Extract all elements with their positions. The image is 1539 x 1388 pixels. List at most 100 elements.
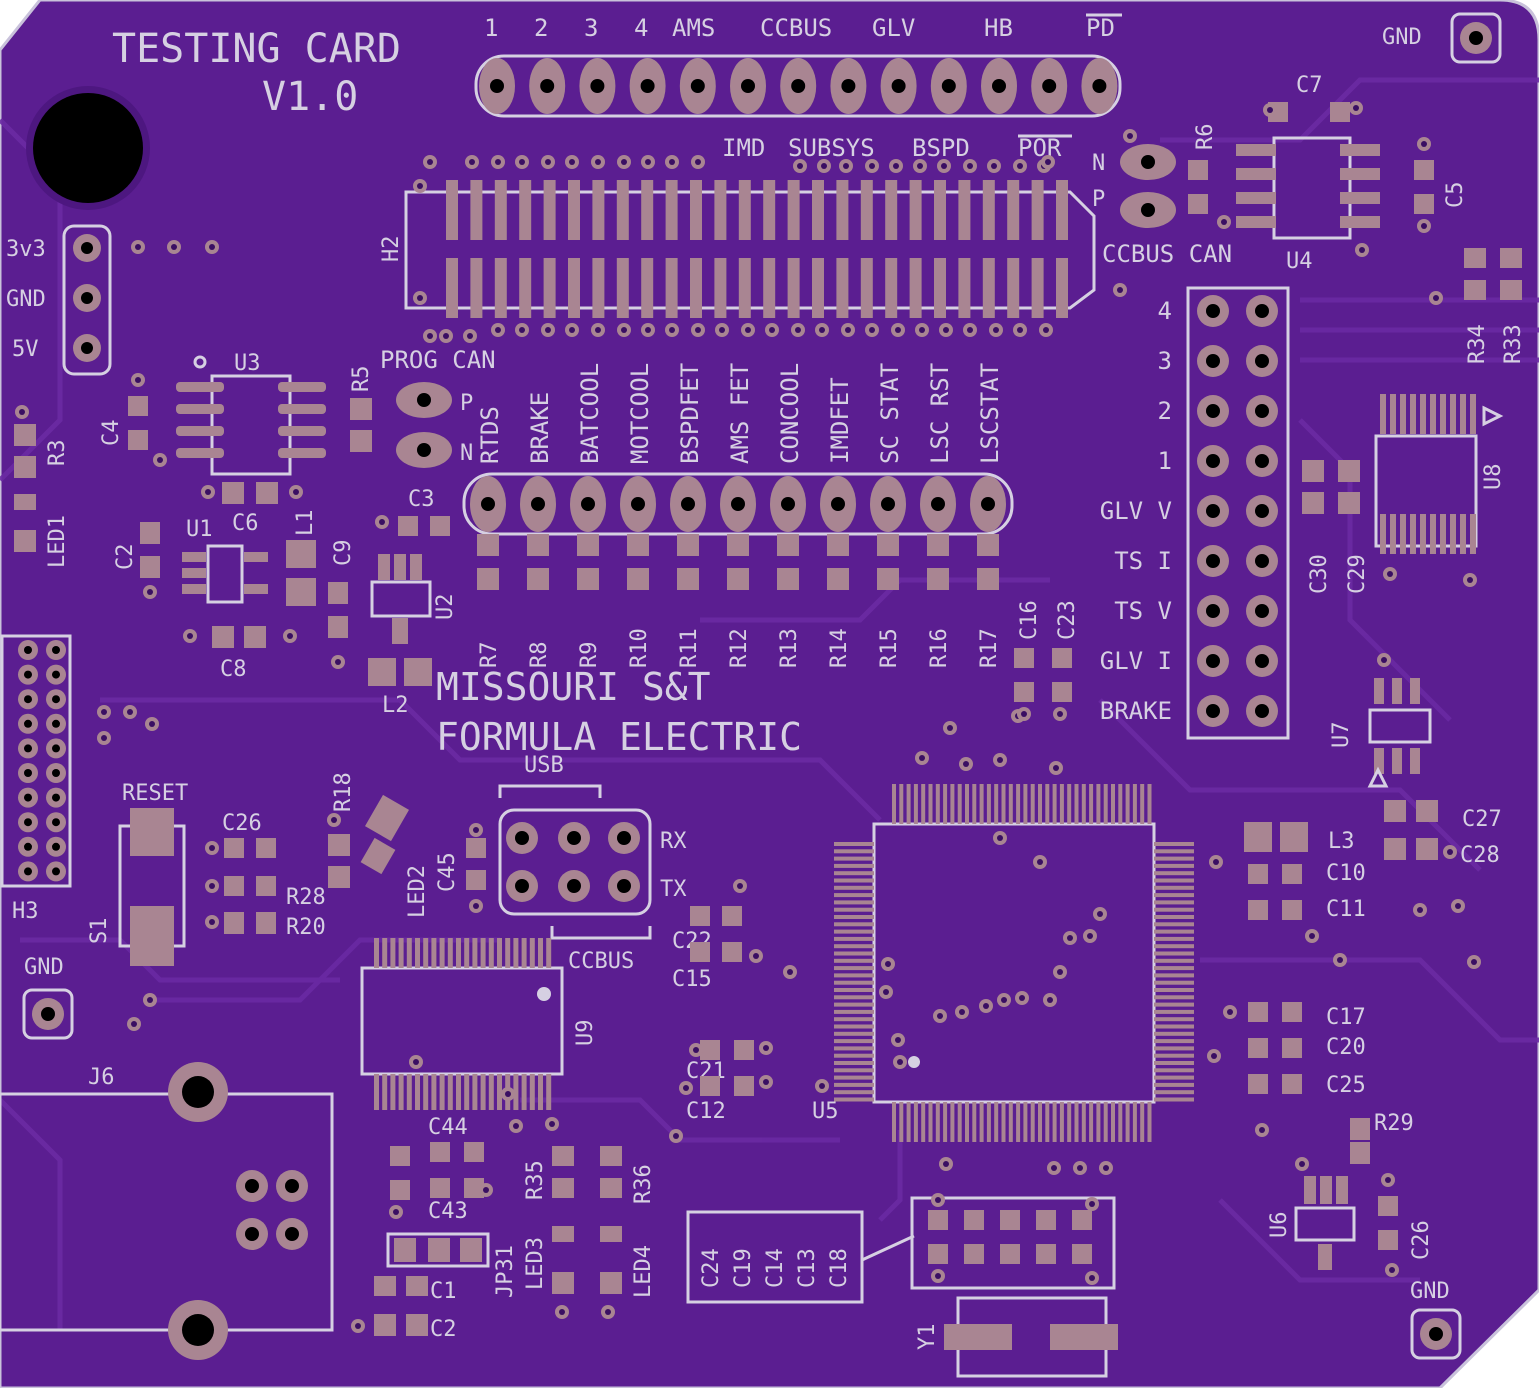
h2-pad [446,180,458,240]
h2-pad [934,258,946,318]
power-label-gnd: GND [6,287,46,312]
refdes-u9: U9 [573,1020,598,1047]
refdes-c9: C10 [1326,861,1366,886]
cap-box-c13: C13 [795,1248,820,1288]
bottom-passives: C44 C43 JP31 C1 C2 R35 LED3 R36 LED4 [374,1115,656,1342]
refdes-c1: C2 [113,544,138,571]
refdes-r19: R28 [286,885,326,910]
ccbus-can-header: N P CCBUS CAN [1092,144,1232,268]
right-header-label: TS I [1114,547,1172,575]
resistor-pad [927,568,949,590]
prog-can-n: N [460,441,473,466]
h2-pad [860,258,873,318]
usb-header: USB RX TX CCBUS C45 C22 C15 [435,753,742,992]
h2-pad [885,180,898,240]
refdes-led2: LED2 [405,865,430,918]
refdes-h3: H3 [12,899,39,924]
mid-header-label: RTDS [476,406,504,464]
resistor-refdes: R7 [477,642,502,669]
resistor-refdes: R10 [627,628,652,668]
resistor-pad [727,568,749,590]
right-passives: L3 C10 C11 C17 C20 C25 [1244,822,1366,1098]
ic-u8: U8 R34 R33 C30 C29 [1302,248,1526,594]
ic-u3: U3 C4 R5 C6 [99,351,374,536]
resistor-pad [527,534,549,556]
h2-pad [982,180,995,240]
top-label-bspd: BSPD [912,134,970,162]
h2-pad [568,258,580,318]
refdes-u3: U3 [234,351,261,376]
refdes-r4: R5 [349,366,374,393]
mid-header-label: BSPDFET [676,363,704,464]
resistor-pad [627,568,649,590]
ccbus-can-title: CCBUS CAN [1102,240,1232,268]
mid-header-label: BATCOOL [576,363,604,464]
h2-pad [787,258,800,318]
h2-pad [787,180,800,240]
h2-pad [1031,258,1044,318]
right-header-label: GLV V [1100,497,1172,525]
h2-pad [763,258,776,318]
refdes-c22: C23 [1055,600,1080,640]
refdes-c4: C5 [1443,182,1468,209]
refdes-u7: U7 [1329,722,1354,749]
h2-pad [1056,180,1068,240]
h2-pad [543,258,556,318]
refdes-c25: C26 [222,811,262,836]
h2-pad [494,180,507,240]
h2-pad [738,258,751,318]
power-label-5v: 5V [12,337,39,362]
h2-pad [738,180,751,240]
refdes-c5: C6 [232,511,259,536]
refdes-h2: H2 [379,236,404,263]
resistor-refdes: R8 [527,642,552,669]
gnd-label-top: GND [1382,25,1422,50]
resistor-refdes: R15 [877,628,902,668]
h2-pad [665,258,678,318]
refdes-c15: C16 [1017,600,1042,640]
vias [15,101,1481,1333]
prog-can-p: P [460,391,473,416]
mid-header-label: SC STAT [876,363,904,464]
h2-pad [714,180,727,240]
connector-h3: H3 [0,634,72,924]
mid-header-label: BRAKE [526,392,554,464]
h2-pad [568,180,580,240]
mid-header-label: LSC RST [926,363,954,464]
mounting-hole-drill [33,93,143,203]
refdes-r35: C1 [430,1279,457,1304]
switch-s1: RESET S1 C26 R28 R20 R18 LED2 [87,772,430,966]
refdes-c12: C15 [672,967,712,992]
ic-u2: U2 C3 L2 [368,487,458,718]
refdes-c27: C27 [1462,807,1502,832]
ic-u4: U4 C7 R6 C5 [1188,73,1468,274]
usb-ccbus: CCBUS [568,949,634,974]
refdes-j6: J6 [88,1065,115,1090]
ic-u1: U1 C2 L1 C8 C9 R3 LED1 [14,424,356,682]
resistor-refdes: R16 [927,628,952,668]
refdes-u5: U5 [812,1099,839,1124]
refdes-r18: R20 [286,915,326,940]
org-name: MISSOURI S&T [436,665,711,709]
resistor-pad [477,568,499,590]
refdes-c26: C26 [1409,1220,1434,1260]
mid-header-label: MOTCOOL [626,363,654,464]
top-label-por: POR [1018,134,1062,162]
refdes-c30: C30 [1307,554,1332,594]
top-label-pd: PD [1086,14,1115,42]
prog-can-title: PROG CAN [380,346,496,374]
cap-box-c24: C24 [699,1248,724,1288]
mid-header-label: LSCSTAT [976,363,1004,464]
refdes-c11: C12 [686,1099,726,1124]
right-header-label: BRAKE [1100,697,1172,725]
resistor-pad [677,534,699,556]
resistor-refdes: R12 [727,628,752,668]
h2-pad [958,180,971,240]
cap-box-c19: C19 [731,1248,756,1288]
resistor-pad [577,568,599,590]
h2-pad [616,258,629,318]
crystal-y1: Y1 [915,1296,1118,1378]
ccbus-can-n: N [1092,151,1105,176]
top-header: 1 2 3 4 AMS CCBUS GLV HB PD IMD SUBSYS B… [474,13,1122,162]
